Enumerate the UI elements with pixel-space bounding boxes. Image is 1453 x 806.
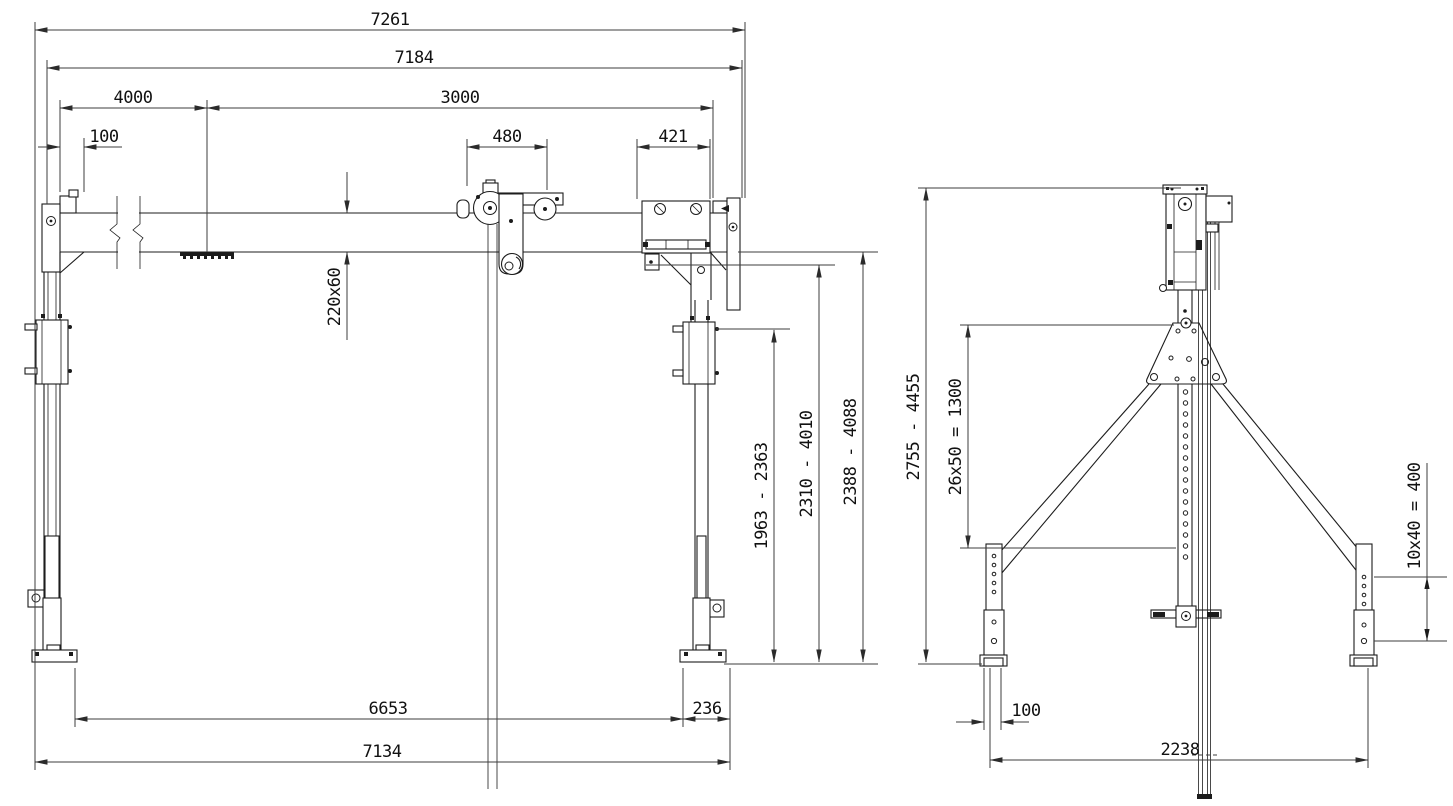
break-symbol [132, 196, 144, 269]
dim-label: 236 [692, 699, 721, 719]
corner-brace [59, 251, 85, 274]
runway-beam [58, 196, 734, 269]
dim-label: 2755 - 4455 [904, 373, 924, 480]
dim-underbeam-height-range: 2310 - 4010 [797, 264, 822, 663]
bottom-sleeve [692, 597, 711, 653]
right-column [641, 200, 727, 663]
dim-mast-hole-pattern: 26x50 = 1300 [946, 324, 971, 549]
motor-box [1205, 195, 1233, 223]
dim-leg-width: 100 [956, 701, 1041, 725]
left-outrigger-post [979, 543, 1008, 667]
beam-rack-strip [180, 252, 234, 256]
dim-trolley-width: 480 [466, 127, 548, 150]
hoist-rope [487, 224, 498, 789]
dim-base-span: 2238 [989, 740, 1369, 763]
clamp-bolt [24, 323, 38, 331]
mast [1177, 290, 1193, 627]
break-symbol [109, 196, 121, 269]
side-view: 2755 - 4455 26x50 = 1300 10x40 = 400 100 [904, 184, 1447, 799]
inner-tube [696, 535, 707, 607]
dim-label: 26x50 = 1300 [946, 378, 966, 495]
beam-break-gap [118, 205, 139, 259]
trolley [456, 179, 564, 276]
front-view: 7261 7184 4000 3000 100 480 [24, 10, 878, 789]
bottom-sleeve [42, 597, 62, 653]
dim-label: 7261 [371, 10, 410, 30]
dim-span-right: 3000 [206, 88, 714, 111]
left-column [24, 189, 85, 663]
dim-label: 10x40 = 400 [1405, 462, 1425, 569]
dim-beam-top-height-range: 2388 - 4088 [841, 251, 866, 663]
column-head-plate [41, 203, 61, 273]
weld-arrow [721, 205, 729, 212]
dim-beam-profile: 220x60 [325, 172, 350, 340]
mast-clamp [1150, 605, 1222, 628]
dim-foot-offset: 236 [682, 699, 731, 722]
beam-end-plate [712, 197, 741, 311]
column-clamp [35, 319, 69, 385]
corner-brace [660, 254, 692, 286]
dim-label: 100 [89, 127, 118, 147]
dim-leg-hole-pattern: 10x40 = 400 [1405, 462, 1430, 641]
mast-holes [1182, 389, 1189, 560]
dim-label: 220x60 [325, 268, 345, 327]
dim-label: 2388 - 4088 [841, 398, 861, 505]
dim-label: 4000 [114, 88, 153, 108]
dim-beam-length: 7184 [46, 48, 743, 71]
dim-label: 2310 - 4010 [797, 410, 817, 517]
dim-label: 480 [492, 127, 521, 147]
dimensions-side: 2755 - 4455 26x50 = 1300 10x40 = 400 100 [904, 187, 1447, 768]
dim-overall-top: 7261 [34, 10, 746, 33]
dim-label: 7134 [363, 742, 402, 762]
winch-carriage [1159, 184, 1233, 292]
outrigger-legs [992, 383, 1368, 575]
end-stop [59, 195, 77, 214]
foot-plate [679, 649, 727, 663]
dim-label: 6653 [369, 699, 408, 719]
dim-label: 3000 [441, 88, 480, 108]
dim-bracket-width: 421 [636, 127, 711, 150]
dim-label: 421 [658, 127, 687, 147]
dim-label: 100 [1011, 701, 1040, 721]
guide-rail [1197, 200, 1220, 799]
dim-label: 1963 - 2363 [752, 442, 772, 549]
inner-tube [44, 535, 60, 607]
dimensions-front: 7261 7184 4000 3000 100 480 [34, 10, 878, 770]
dim-mast-height-range: 2755 - 4455 [904, 187, 929, 663]
clamp-bolt [672, 369, 684, 377]
right-outrigger-post [1349, 543, 1378, 667]
column-clamp [682, 321, 716, 385]
foot-plate [31, 649, 78, 663]
dim-end-offset: 100 [38, 127, 122, 150]
clamp-bolt [24, 367, 38, 375]
clamp-bolt [672, 325, 684, 333]
dim-feet-inner-span: 6653 [74, 699, 684, 722]
dim-feet-outer-span: 7134 [34, 742, 731, 765]
trolley-left-cap [456, 199, 470, 219]
dim-clamp-height-range: 1963 - 2363 [752, 329, 777, 663]
dim-label: 7184 [395, 48, 434, 68]
dim-label: 2238 [1161, 740, 1200, 760]
gusset-plate [1146, 317, 1227, 385]
corner-brace [710, 252, 727, 271]
dim-span-left: 4000 [59, 88, 208, 111]
